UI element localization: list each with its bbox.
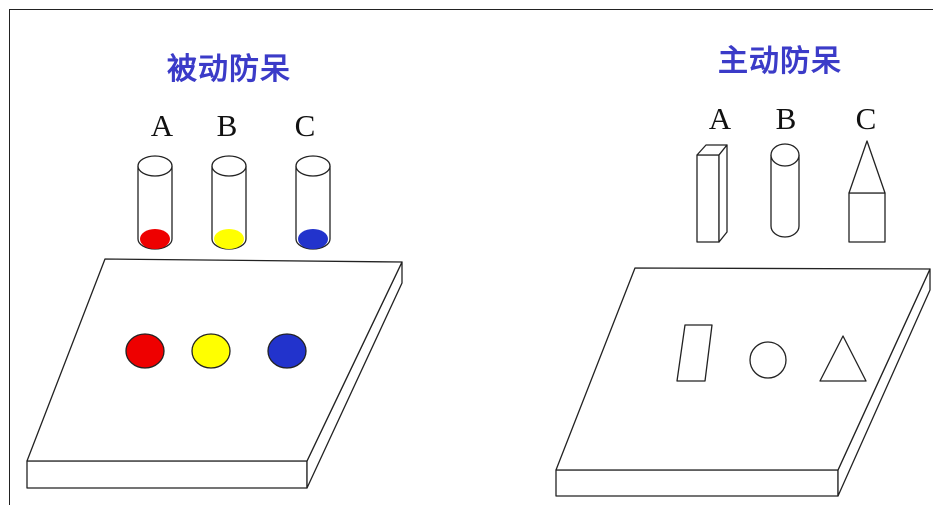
- board-front-edge: [555, 469, 839, 497]
- red-liquid: [140, 229, 170, 249]
- passive-label-b: B: [216, 108, 238, 143]
- rectangle-slot: [676, 324, 713, 382]
- passive-tube-b: [211, 155, 247, 250]
- active-label-b: B: [775, 101, 797, 136]
- passive-tube-c: [295, 155, 331, 250]
- tube-opening: [137, 155, 173, 177]
- active-part-b-cylinder: [770, 143, 800, 238]
- passive-board: [26, 258, 403, 489]
- active-label-c: C: [855, 101, 877, 136]
- tube-opening: [211, 155, 247, 177]
- passive-label-c: C: [294, 108, 316, 143]
- tube-opening: [295, 155, 331, 177]
- triangle-slot: [819, 335, 867, 382]
- active-part-a-rect-prism: [696, 144, 728, 243]
- circle-slot: [749, 341, 787, 379]
- yellow-liquid: [214, 229, 244, 249]
- blue-dot: [267, 333, 307, 369]
- board-top-face: [555, 267, 931, 471]
- yellow-dot: [191, 333, 231, 369]
- passive-tube-a: [137, 155, 173, 250]
- active-label-a: A: [708, 101, 732, 136]
- board-front-edge: [26, 460, 308, 489]
- passive-label-a: A: [150, 108, 174, 143]
- image-frame: [9, 9, 933, 505]
- active-error-proofing-title: 主动防呆: [718, 44, 842, 79]
- active-part-c-cone: [848, 140, 886, 243]
- passive-error-proofing-title: 被动防呆: [167, 52, 291, 87]
- active-board: [555, 267, 931, 497]
- blue-liquid: [298, 229, 328, 249]
- red-dot: [125, 333, 165, 369]
